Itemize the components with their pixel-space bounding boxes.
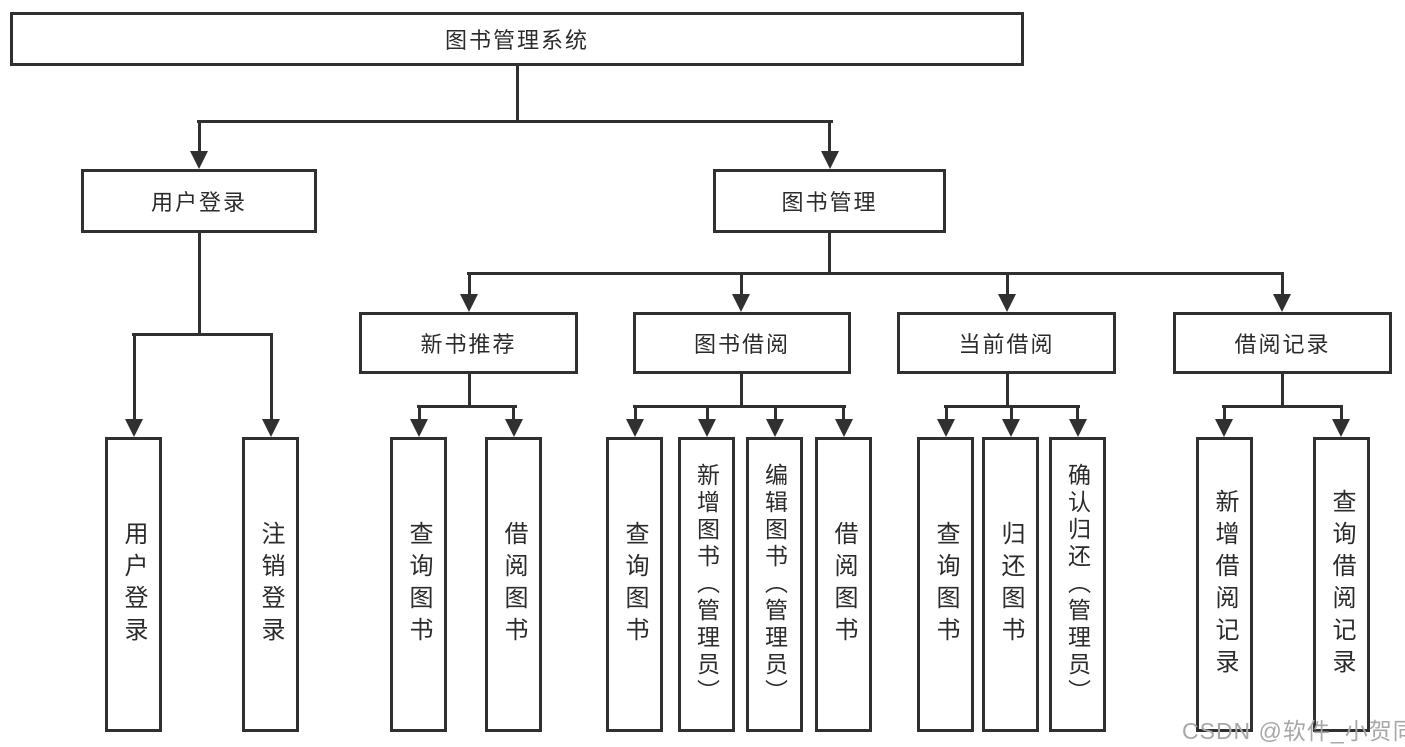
arrowhead-down (626, 419, 644, 437)
arrowhead-down (125, 419, 143, 437)
leaf-nb-query-books: 查询图书 (390, 437, 447, 732)
arrowhead-down (1332, 419, 1350, 437)
node-borrow-records: 借阅记录 (1173, 312, 1392, 374)
connector-line (198, 120, 201, 151)
leaf-br-add-record: 新增借阅记录 (1196, 437, 1253, 732)
arrowhead-down (262, 419, 280, 437)
connector-line (706, 405, 709, 419)
connector-line (842, 405, 845, 419)
connector-line (1006, 272, 1009, 294)
leaf-user-login: 用户登录 (105, 437, 162, 732)
arrowhead-down (505, 419, 523, 437)
arrowhead-down (190, 151, 208, 169)
connector-line (418, 405, 421, 419)
arrowhead-down (835, 419, 853, 437)
leaf-bb-add-books-admin: 新增图书（管理员） (678, 437, 735, 732)
leaf-cb-confirm-return-admin: 确认归还（管理员） (1049, 437, 1106, 732)
node-book-management: 图书管理 (713, 169, 946, 233)
connector-line (270, 333, 273, 419)
node-book-borrow: 图书借阅 (633, 312, 851, 374)
connector-line (133, 333, 136, 419)
watermark: CSDN @软件_小贺同学 (1182, 718, 1405, 744)
arrowhead-down (1215, 419, 1233, 437)
connector-line (1223, 405, 1226, 419)
connector-line (1222, 405, 1342, 408)
arrowhead-down (1002, 419, 1020, 437)
connector-line (1076, 405, 1079, 419)
connector-line (197, 120, 833, 123)
connector-line (740, 272, 743, 294)
leaf-cb-return-books: 归还图书 (982, 437, 1039, 732)
leaf-cb-query-books: 查询图书 (917, 437, 974, 732)
leaf-nb-borrow-books: 借阅图书 (485, 437, 542, 732)
connector-line (774, 405, 777, 419)
node-current-borrow: 当前借阅 (897, 312, 1116, 374)
node-user-login: 用户登录 (81, 169, 317, 233)
arrowhead-down (1273, 294, 1291, 312)
arrowhead-down (732, 294, 750, 312)
arrowhead-down (937, 419, 955, 437)
connector-line (740, 374, 743, 408)
connector-line (1340, 405, 1343, 419)
arrowhead-down (766, 419, 784, 437)
connector-line (1281, 374, 1284, 408)
node-library-system: 图书管理系统 (10, 12, 1024, 66)
leaf-bb-edit-books-admin: 编辑图书（管理员） (746, 437, 803, 732)
leaf-bb-query-books: 查询图书 (606, 437, 663, 732)
node-new-book-recommend: 新书推荐 (359, 312, 578, 374)
connector-line (1010, 405, 1013, 419)
arrowhead-down (1069, 419, 1087, 437)
connector-line (828, 233, 831, 275)
connector-line (945, 405, 948, 419)
connector-line (512, 405, 515, 419)
arrowhead-down (821, 151, 839, 169)
connector-line (198, 233, 201, 335)
arrowhead-down (460, 294, 478, 312)
connector-line (633, 405, 846, 408)
connector-line (634, 405, 637, 419)
arrowhead-down (410, 419, 428, 437)
connector-line (468, 272, 471, 294)
arrowhead-down (998, 294, 1016, 312)
connector-line (417, 405, 517, 408)
leaf-br-query-record: 查询借阅记录 (1313, 437, 1370, 732)
leaf-bb-borrow-books: 借阅图书 (815, 437, 872, 732)
arrowhead-down (698, 419, 716, 437)
leaf-logout: 注销登录 (242, 437, 299, 732)
connector-line (828, 120, 831, 151)
connector-line (1006, 374, 1009, 408)
connector-line (1281, 272, 1284, 294)
connector-line (467, 272, 1284, 275)
connector-line (132, 333, 273, 336)
connector-line (468, 374, 471, 408)
connector-line (516, 66, 519, 122)
